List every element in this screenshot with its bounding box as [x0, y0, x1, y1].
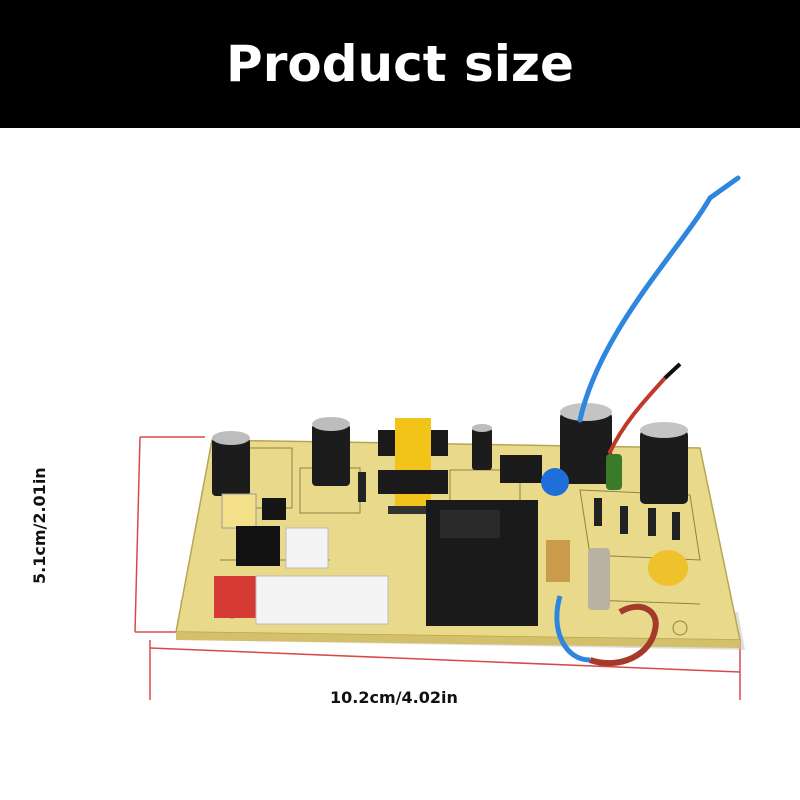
- relay: [426, 500, 538, 626]
- varistor-yellow: [648, 550, 688, 586]
- red-wire: [608, 376, 667, 454]
- capacitor-3: [560, 403, 612, 484]
- capacitor-1: [212, 431, 250, 496]
- connector-white-long: [255, 575, 389, 625]
- connector-black: [236, 526, 280, 566]
- transistor: [262, 498, 286, 520]
- diodes: [358, 472, 680, 540]
- pcb-edge: [176, 632, 740, 648]
- page-title: Product size: [226, 35, 574, 93]
- width-dimension-label: 10.2cm/4.02in: [330, 688, 458, 707]
- resistor-ceramic: [588, 548, 610, 610]
- header-banner: Product size: [0, 0, 800, 128]
- capacitor-4: [640, 422, 688, 504]
- connector-white-small: [285, 527, 329, 569]
- blue-wire-loop: [554, 595, 591, 663]
- blue-wire: [577, 175, 741, 423]
- ic-chip: [500, 455, 542, 483]
- spade-terminal: [546, 540, 570, 582]
- capacitor-small: [472, 424, 492, 470]
- transformer: [378, 418, 448, 514]
- inductor-green: [606, 454, 622, 490]
- capacitor-2: [312, 417, 350, 486]
- connector-yellow: [221, 493, 257, 529]
- red-wire-loop: [589, 603, 659, 667]
- height-dimension-label: 5.1cm/2.01in: [30, 467, 49, 584]
- product-illustration: [134, 175, 745, 700]
- wire-tip: [663, 362, 682, 380]
- connector-red: [214, 576, 256, 618]
- width-dimension-lines: [149, 640, 741, 700]
- ceramic-capacitor-blue: [541, 468, 569, 496]
